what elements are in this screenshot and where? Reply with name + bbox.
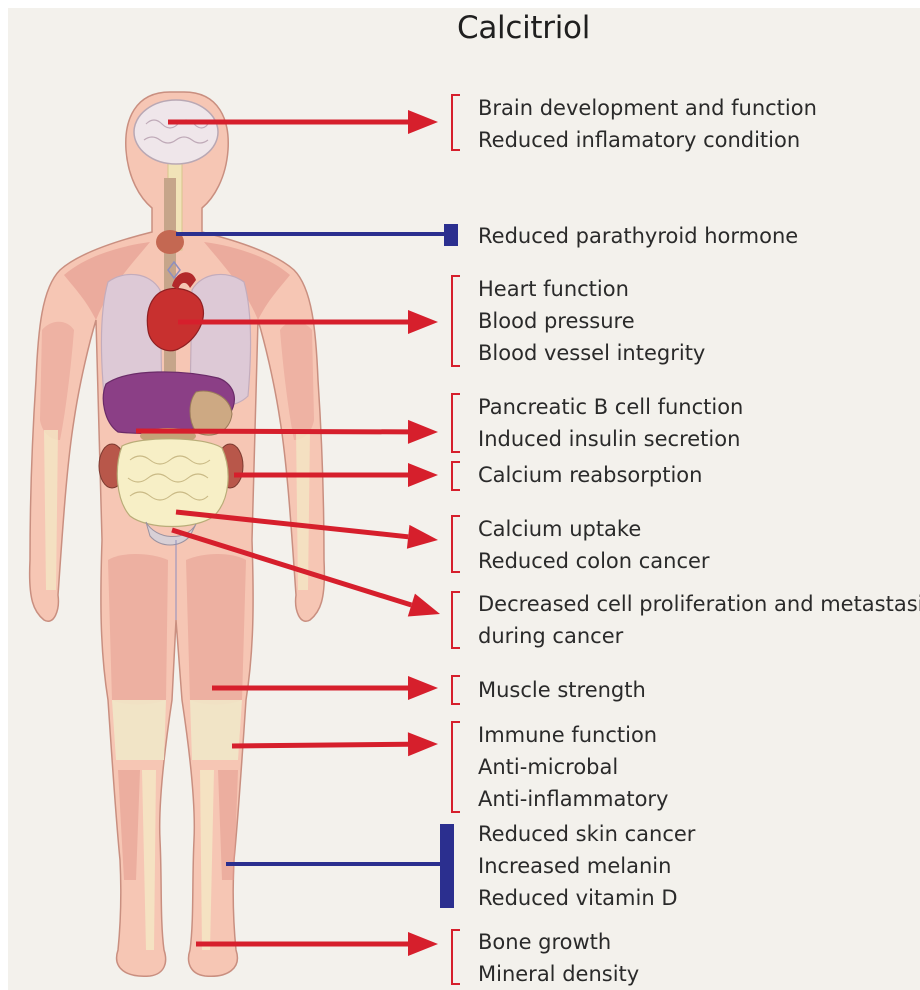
pancreas-arrow-line — [136, 431, 408, 432]
brain — [134, 100, 218, 164]
left-knee — [112, 700, 166, 760]
immune-arrowhead — [408, 732, 438, 756]
effect-line: Muscle strength — [478, 674, 646, 706]
effect-pancreas-label: Pancreatic B cell function Induced insul… — [478, 391, 743, 455]
cancer-arrowhead — [408, 594, 440, 617]
effect-muscle-label: Muscle strength — [478, 674, 646, 706]
left-forearm-bone — [44, 430, 58, 590]
parathyroid-inhibit-bar — [444, 224, 458, 246]
intestine-bracket — [452, 516, 460, 572]
effect-line: Anti-microbal — [478, 751, 669, 783]
effect-bone-label: Bone growth Mineral density — [478, 926, 639, 990]
effect-kidney-label: Calcium reabsorption — [478, 459, 702, 491]
diagram-title: Calcitriol — [457, 10, 590, 46]
effect-line: Induced insulin secretion — [478, 423, 743, 455]
heart-bracket — [452, 276, 460, 366]
immune-arrow-line — [232, 744, 408, 746]
effect-line: during cancer — [478, 620, 920, 652]
effect-line: Brain development and function — [478, 92, 817, 124]
effect-line: Calcium reabsorption — [478, 459, 702, 491]
pancreas-bracket — [452, 394, 460, 452]
effect-intestine-label: Calcium uptake Reduced colon cancer — [478, 513, 710, 577]
brain-arrowhead — [408, 110, 438, 134]
cancer-bracket — [452, 592, 460, 648]
intestine-arrowhead — [407, 525, 438, 549]
effect-line: Calcium uptake — [478, 513, 710, 545]
bone-arrowhead — [408, 932, 438, 956]
effect-line: Immune function — [478, 719, 669, 751]
effect-cancer-label: Decreased cell proliferation and metasta… — [478, 588, 920, 652]
effect-line: Pancreatic B cell function — [478, 391, 743, 423]
bone-bracket — [452, 930, 460, 984]
right-thigh-muscle — [186, 554, 246, 705]
effect-line: Increased melanin — [478, 850, 695, 882]
effect-line: Anti-inflammatory — [478, 783, 669, 815]
effect-line: Mineral density — [478, 958, 639, 990]
effect-parathyroid-label: Reduced parathyroid hormone — [478, 220, 798, 252]
muscle-bracket — [452, 676, 460, 704]
pancreas-arrowhead — [408, 420, 438, 444]
right-knee — [190, 700, 242, 760]
effect-line: Bone growth — [478, 926, 639, 958]
effect-immune-label: Immune function Anti-microbal Anti-infla… — [478, 719, 669, 815]
effect-heart-label: Heart function Blood pressure Blood vess… — [478, 273, 705, 369]
immune-bracket — [452, 722, 460, 812]
right-forearm-bone — [296, 430, 310, 590]
skin-inhibit-bar — [440, 824, 454, 908]
effect-line: Reduced colon cancer — [478, 545, 710, 577]
effect-line: Reduced parathyroid hormone — [478, 220, 798, 252]
effect-line: Blood vessel integrity — [478, 337, 705, 369]
brain-bracket — [452, 95, 460, 150]
effect-line: Reduced vitamin D — [478, 882, 695, 914]
heart-arrowhead — [408, 310, 438, 334]
kidney-arrowhead — [408, 463, 438, 487]
effect-line: Blood pressure — [478, 305, 705, 337]
effect-line: Reduced inflamatory condition — [478, 124, 817, 156]
left-thigh-muscle — [108, 554, 168, 705]
effect-line: Heart function — [478, 273, 705, 305]
kidney-bracket — [452, 462, 460, 490]
effect-skin-label: Reduced skin cancer Increased melanin Re… — [478, 818, 695, 914]
muscle-arrowhead — [408, 676, 438, 700]
effect-brain-label: Brain development and function Reduced i… — [478, 92, 817, 156]
effect-line: Reduced skin cancer — [478, 818, 695, 850]
effect-line: Decreased cell proliferation and metasta… — [478, 588, 920, 620]
